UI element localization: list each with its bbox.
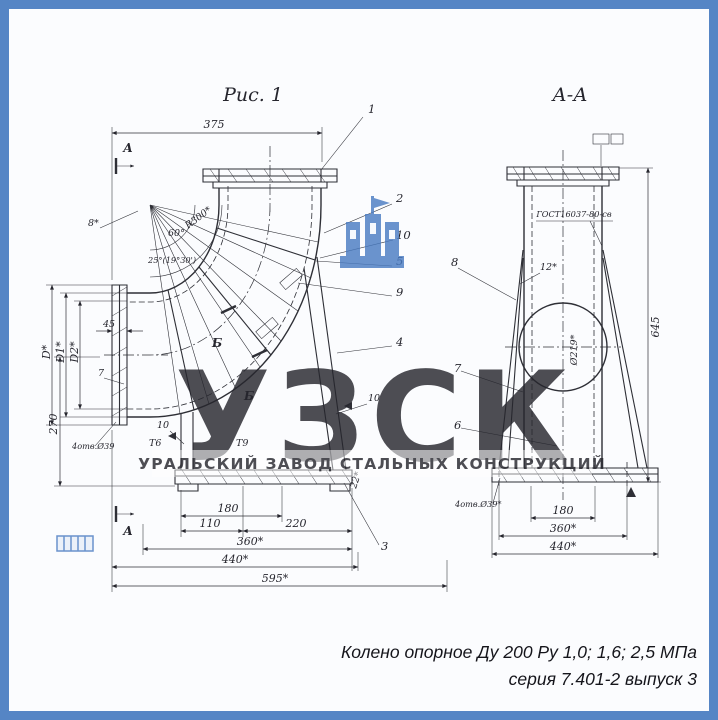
logo-window-left — [350, 230, 356, 239]
logo-tower-left — [346, 222, 360, 258]
dim-110: 110 — [200, 517, 221, 530]
dim-220: 220 — [285, 517, 307, 530]
caption-line2: серия 7.401-2 выпуск 3 — [509, 669, 698, 689]
dim-d2: D2* — [68, 341, 81, 364]
dim-holes-left: 4отв.Ø39 — [71, 441, 114, 451]
support-leg — [180, 412, 194, 470]
base-plate — [174, 469, 353, 492]
logo-window-middle — [370, 223, 376, 234]
callout-3: 3 — [381, 539, 388, 553]
callout-6: 6 — [454, 418, 461, 432]
watermark-letters: УЗСК — [175, 346, 575, 490]
right-view: А-А ГОСТ16037-80-св 645 12* Ø219* 180 — [451, 84, 662, 558]
datum-triangle — [626, 487, 636, 497]
watermark: УЗСК УРАЛЬСКИЙ ЗАВОД СТАЛЬНЫХ КОНСТРУКЦИ… — [56, 196, 606, 552]
left-flange — [111, 284, 128, 426]
support-strut — [303, 256, 347, 471]
right-flange-hatch — [512, 166, 617, 181]
weld-gost-note: ГОСТ16037-80-св — [535, 209, 611, 219]
section-b-marks — [220, 304, 268, 359]
right-view-title: А-А — [550, 84, 587, 106]
right-centerlines — [505, 150, 621, 500]
callout-9: 9 — [396, 285, 403, 299]
base-plate-hatch — [181, 469, 352, 485]
cut-plane-box-1 — [279, 267, 303, 291]
dim-angle-60: 60° — [168, 228, 185, 239]
dim-d: D* — [40, 344, 53, 360]
caption-block: Колено опорное Ду 200 Ру 1,0; 1,6; 2,5 М… — [341, 642, 697, 689]
dim-595: 595* — [262, 572, 289, 585]
miter-joint-lines — [167, 227, 316, 411]
dim-r180: 180 — [553, 504, 574, 517]
callout-4: 4 — [395, 335, 403, 349]
dim-angle-8: 8* — [88, 218, 99, 229]
weld-t6: Т6 — [149, 438, 161, 449]
dim-360: 360* — [237, 535, 264, 548]
dim-45: 45 — [102, 319, 115, 330]
weld-flag-right — [344, 402, 352, 410]
weld-symbol-box-2 — [610, 133, 624, 145]
weld-10-right: 10 — [368, 393, 380, 404]
base-hole-lines — [498, 462, 628, 488]
left-view-title: Рис. 1 — [222, 84, 283, 106]
branch-outlet-circle — [518, 302, 608, 392]
stamp-box — [56, 535, 94, 552]
factory-logo-icon — [340, 196, 404, 268]
logo-base — [340, 256, 404, 268]
stamp-mark — [56, 535, 94, 552]
callout-1: 1 — [368, 102, 375, 116]
section-b-label-1: Б — [211, 336, 222, 350]
top-flange-hatch — [209, 168, 326, 183]
dim-strut-angle: 22* — [348, 470, 364, 491]
dim-wall-7: 7 — [98, 368, 105, 379]
callout-10: 10 — [396, 228, 411, 242]
dim-dia-219: Ø219* — [569, 334, 580, 366]
right-bore-dashed — [531, 186, 595, 468]
watermark-banner-text: УРАЛЬСКИЙ ЗАВОД СТАЛЬНЫХ КОНСТРУКЦИЙ — [138, 454, 606, 473]
elbow-centerlines — [104, 146, 271, 356]
elbow-bore-dashed — [127, 186, 313, 410]
section-b-label-2: Б — [243, 389, 254, 403]
section-a-label-top: А — [122, 141, 133, 155]
weld-t9: Т9 — [236, 438, 248, 449]
callout-2: 2 — [395, 191, 403, 205]
dim-645: 645 — [649, 317, 662, 338]
dim-270: 270 — [47, 414, 60, 436]
logo-flagpole — [371, 196, 374, 214]
dim-440: 440* — [221, 553, 249, 566]
dim-180: 180 — [218, 502, 239, 515]
section-a-label-bottom: А — [122, 524, 133, 538]
cut-plane-box-2 — [255, 316, 279, 340]
watermark-banner-band — [152, 450, 592, 477]
gost-underline-leader — [536, 220, 613, 247]
left-view: Рис. 1 Б Б А А — [40, 84, 448, 592]
callout-7: 7 — [454, 361, 462, 375]
angle-dimension-arcs — [149, 204, 223, 278]
logo-tower-right — [385, 222, 399, 258]
logo-flag — [374, 198, 390, 208]
logo-tower-middle — [365, 214, 381, 258]
miter-fan-rays — [149, 204, 319, 415]
dim-holes-right: 4отв.Ø39* — [454, 499, 502, 509]
callout-8: 8 — [451, 255, 458, 269]
weld-flag-left — [168, 432, 176, 440]
dim-d1: D1* — [54, 341, 67, 364]
right-callout-leaders — [457, 267, 558, 504]
dim-r360: 360* — [550, 522, 577, 535]
dim-angle-12: 12* — [540, 262, 557, 273]
dim-angle-25: 25°(19°30') — [147, 255, 196, 265]
weld-symbol-box-1 — [592, 133, 610, 145]
weld-10-left: 10 — [157, 420, 169, 431]
right-extension-lines — [491, 167, 661, 558]
logo-window-right — [389, 230, 395, 239]
left-flange-hatch — [111, 286, 128, 417]
caption-line1: Колено опорное Ду 200 Ру 1,0; 1,6; 2,5 М… — [341, 642, 697, 662]
stamp-stripes — [63, 536, 86, 551]
dim-r440: 440* — [549, 540, 577, 553]
dim-375: 375 — [204, 118, 225, 131]
right-gussets — [498, 249, 648, 469]
